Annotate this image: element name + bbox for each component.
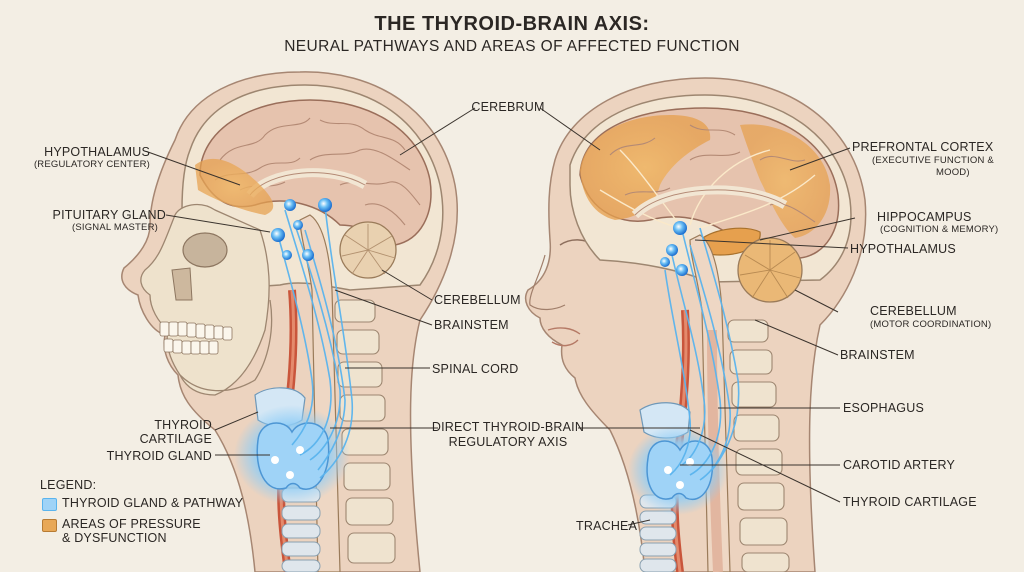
leader-lines: [147, 107, 856, 526]
left-thyroid-gland: [256, 422, 330, 490]
legend-swatch-blue: [42, 498, 57, 511]
right-signal-dots: [660, 221, 694, 489]
note-pituitary-gland: (SIGNAL MASTER): [71, 222, 158, 233]
leader-hypothalamus-right: [694, 239, 849, 249]
left-eye-socket: [182, 232, 228, 268]
page-title: THE THYROID-BRAIN AXIS:: [374, 13, 650, 35]
legend-heading: LEGEND:: [40, 478, 97, 492]
left-brain-folds: [214, 117, 421, 226]
left-teeth: [159, 321, 233, 355]
label-esophagus: ESOPHAGUS: [843, 401, 924, 415]
right-vertebrae: [727, 319, 790, 572]
left-jaw: [179, 299, 273, 392]
right-head: [524, 77, 867, 572]
left-signal-dots: [271, 198, 332, 479]
label-hypothalamus-left: HYPOTHALAMUS: [44, 145, 150, 159]
leader-thyroid-cartilage-right: [689, 429, 841, 503]
right-nose: [529, 254, 566, 311]
leader-cerebrum-right: [539, 107, 601, 151]
left-head: [121, 71, 459, 572]
leader-pituitary: [165, 214, 271, 233]
label-axis-line-2: REGULATORY AXIS: [448, 435, 568, 449]
legend-item-dysfunction-1: AREAS OF PRESSURE: [62, 517, 201, 531]
right-prefrontal-area: [580, 115, 711, 220]
label-cerebellum-right: CEREBELLUM: [870, 304, 957, 318]
right-neural-pathways: [664, 227, 740, 481]
leader-cerebrum-left: [399, 107, 476, 156]
right-brain-folds: [609, 124, 816, 223]
left-nasal-cavity: [171, 267, 193, 301]
legend-item-dysfunction-2: & DYSFUNCTION: [62, 531, 167, 545]
leader-hippocampus: [759, 217, 856, 241]
left-vertebrae: [334, 299, 396, 564]
label-hippocampus: HIPPOCAMPUS: [877, 210, 972, 224]
legend-swatch-orange: [42, 519, 57, 532]
leader-hypothalamus-left: [147, 151, 241, 186]
label-prefrontal-cortex: PREFRONTAL CORTEX: [852, 140, 994, 154]
leader-brainstem-right: [754, 319, 839, 356]
label-trachea: TRACHEA: [576, 519, 638, 533]
label-carotid-artery: CAROTID ARTERY: [843, 458, 956, 472]
leader-thyroid-cartilage-left: [214, 411, 259, 431]
leader-cerebellum-right: [794, 289, 839, 313]
right-lips: [547, 327, 581, 347]
leader-prefrontal: [789, 147, 851, 171]
label-brainstem-right: BRAINSTEM: [840, 348, 915, 362]
left-hypothalamus-area: [195, 158, 274, 215]
note-hypothalamus-left: (REGULATORY CENTER): [33, 159, 150, 170]
leader-trachea: [627, 519, 651, 526]
label-spinal-cord: SPINAL CORD: [432, 362, 519, 376]
label-cerebrum: CEREBRUM: [471, 100, 545, 114]
label-brainstem-left: BRAINSTEM: [434, 318, 509, 332]
legend-item-thyroid-pathway: THYROID GLAND & PATHWAY: [62, 496, 244, 510]
label-axis-line-1: DIRECT THYROID-BRAIN: [431, 420, 585, 434]
leader-cerebellum-left: [381, 269, 433, 301]
right-thyroid-gland: [646, 440, 714, 501]
note-prefrontal-1: (EXECUTIVE FUNCTION &: [872, 155, 994, 166]
page-subtitle: NEURAL PATHWAYS AND AREAS OF AFFECTED FU…: [284, 38, 740, 55]
label-thyroid-cartilage-left-2: CARTILAGE: [139, 432, 212, 446]
label-pituitary-gland: PITUITARY GLAND: [52, 208, 166, 222]
note-prefrontal-2: MOOD): [936, 167, 970, 178]
label-thyroid-gland-left: THYROID GLAND: [106, 449, 212, 463]
label-cerebellum-left: CEREBELLUM: [434, 293, 521, 307]
note-hippocampus: (COGNITION & MEMORY): [880, 224, 999, 235]
left-neural-pathways: [277, 204, 354, 479]
label-thyroid-cartilage-right: THYROID CARTILAGE: [843, 495, 977, 509]
label-hypothalamus-right: HYPOTHALAMUS: [850, 242, 956, 256]
label-thyroid-cartilage-left-1: THYROID: [154, 418, 212, 432]
note-cerebellum-right: (MOTOR COORDINATION): [870, 319, 992, 330]
leader-brainstem-left: [334, 289, 433, 326]
